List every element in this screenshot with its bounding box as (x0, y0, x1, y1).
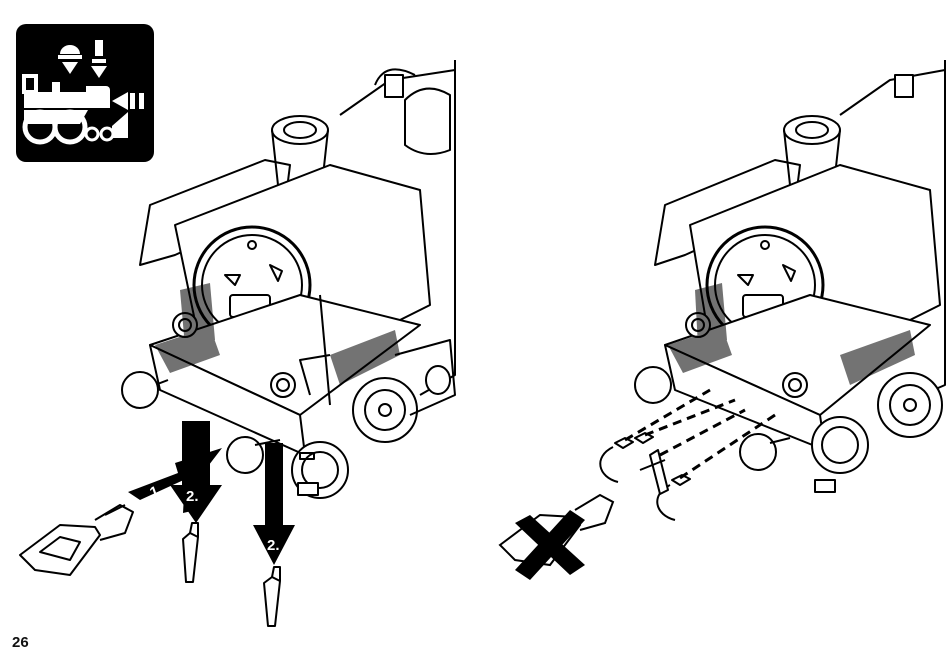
step-2b-label: 2. (267, 537, 280, 554)
locomotive-illustration-left: 1. 2. 2. (0, 55, 460, 645)
locomotive-illustration-right (490, 55, 950, 615)
step-2a-label: 2. (186, 488, 199, 505)
page-number: 26 (12, 634, 29, 651)
